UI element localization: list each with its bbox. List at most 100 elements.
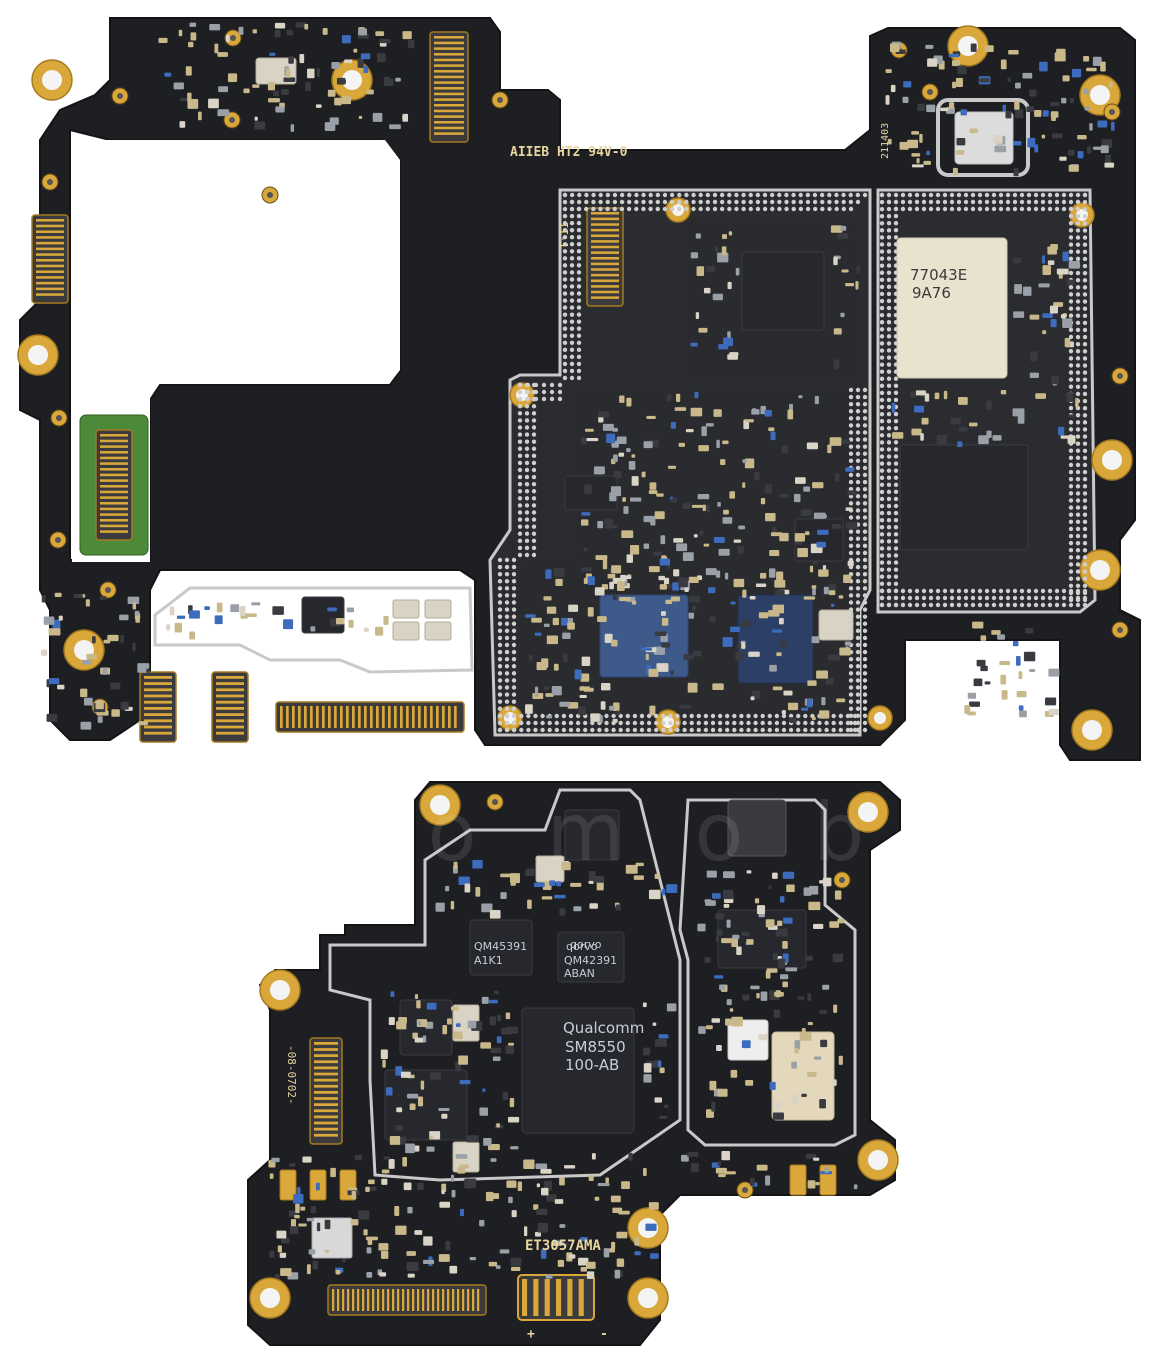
smd-component: [587, 576, 595, 585]
smd-component: [611, 565, 622, 574]
via-dot: [1068, 569, 1074, 574]
via-dot: [497, 649, 503, 655]
smd-component: [379, 38, 391, 44]
via-dot: [791, 206, 796, 212]
smd-component: [189, 22, 197, 27]
smd-component: [1001, 690, 1008, 700]
via-dot: [1068, 469, 1074, 475]
smd-component: [500, 892, 507, 900]
via-dot: [963, 588, 969, 594]
smd-component: [856, 265, 860, 274]
smd-component: [1013, 311, 1025, 318]
smd-component: [625, 864, 638, 874]
mounting-hole-center: [260, 1288, 280, 1308]
smd-component: [609, 705, 615, 711]
via-dot: [862, 529, 868, 534]
via-dot: [576, 199, 582, 205]
via-dot: [627, 192, 632, 198]
via-dot: [886, 228, 892, 233]
via-dot: [641, 206, 646, 212]
via-dot: [576, 220, 582, 226]
via-dot: [1082, 306, 1088, 311]
smd-component: [787, 702, 799, 711]
smd-component: [435, 902, 445, 912]
smd-component: [829, 590, 836, 596]
via-dot: [654, 713, 659, 719]
via-dot: [1054, 199, 1060, 205]
via-dot: [511, 586, 517, 591]
smd-component: [659, 584, 667, 590]
smd-component: [580, 567, 592, 572]
via-dot: [1075, 242, 1081, 247]
via-dot: [1040, 199, 1046, 205]
via-dot: [591, 192, 596, 198]
via-dot: [576, 340, 582, 345]
via-dot: [855, 593, 861, 598]
smd-component: [690, 1163, 699, 1172]
via-dot: [517, 524, 523, 529]
smd-component: [290, 1219, 297, 1228]
mounting-hole-center: [858, 802, 878, 822]
via-dot: [1082, 555, 1088, 560]
smd-component: [705, 265, 716, 272]
smd-component: [1077, 134, 1087, 140]
via-dot: [641, 192, 646, 198]
via-dot: [1075, 448, 1081, 453]
via-dot: [511, 571, 517, 577]
via-dot: [900, 602, 906, 608]
via-dot: [569, 270, 575, 275]
smd-component: [745, 419, 754, 423]
smd-component: [86, 653, 97, 660]
via-dot: [855, 486, 861, 492]
via-dot: [928, 206, 934, 212]
smd-component: [829, 921, 840, 928]
via-dot: [576, 291, 582, 296]
via-dot: [1047, 588, 1053, 594]
smd-component: [496, 1123, 501, 1128]
via-dot: [517, 432, 523, 437]
via-dot: [855, 692, 861, 697]
via-dot: [845, 720, 851, 726]
via-dot: [1012, 206, 1018, 212]
via-dot: [921, 199, 927, 205]
via-dot: [531, 432, 537, 437]
smd-component: [586, 1271, 595, 1279]
smd-component: [688, 576, 699, 584]
smd-component: [643, 1074, 652, 1083]
via-dot: [984, 588, 990, 594]
smd-component: [545, 693, 554, 697]
via-dot: [963, 192, 969, 198]
via-dot: [879, 595, 885, 601]
via-dot: [732, 713, 737, 719]
smd-component: [950, 417, 961, 425]
via-dot: [568, 720, 574, 726]
via-dot: [862, 479, 868, 485]
via-dot: [1068, 363, 1074, 368]
smd-component: [1016, 655, 1021, 666]
smd-component: [1034, 110, 1042, 117]
smd-component: [535, 1163, 548, 1170]
via-dot: [497, 727, 503, 733]
smd-component: [1000, 674, 1006, 685]
smd-component: [701, 426, 707, 436]
via-dot: [655, 199, 660, 205]
test-pad-center: [742, 1187, 748, 1193]
smd-component: [579, 694, 587, 699]
via-dot: [879, 348, 885, 353]
via-dot: [1068, 602, 1074, 608]
via-dot: [879, 404, 885, 410]
via-dot: [942, 595, 948, 601]
smd-component: [934, 392, 940, 400]
via-dot: [705, 192, 711, 198]
smd-component: [554, 894, 566, 899]
via-dot: [1005, 602, 1011, 608]
smd-component: [360, 53, 371, 60]
via-dot: [862, 550, 868, 556]
via-dot: [618, 713, 623, 719]
via-dot: [511, 557, 517, 563]
via-dot: [625, 720, 630, 726]
smd-component: [958, 397, 968, 405]
smd-component: [58, 615, 63, 621]
via-dot: [893, 319, 899, 325]
via-dot: [1033, 192, 1039, 198]
